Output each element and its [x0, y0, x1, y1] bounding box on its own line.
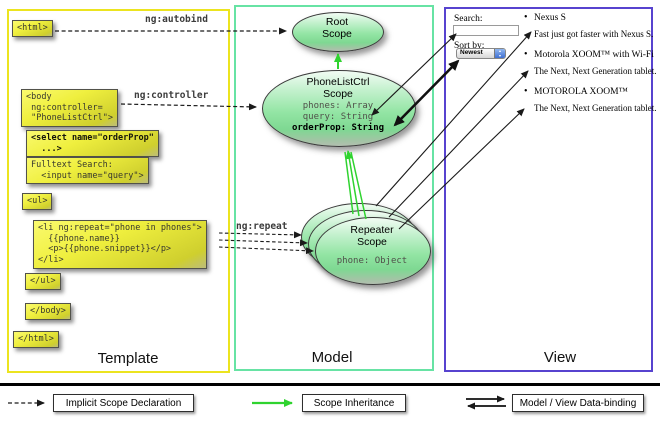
ng-autobind-label: ng:autobind: [145, 14, 208, 25]
repeater-scope-props: phone: Object: [315, 256, 429, 267]
search-input[interactable]: [453, 25, 519, 36]
legend-data-binding: Model / View Data-binding: [512, 394, 644, 412]
ng-repeat-label: ng:repeat: [236, 221, 288, 232]
root-scope-title-line1: Root: [325, 16, 349, 28]
search-label: Search:: [454, 14, 483, 24]
model-column: [234, 5, 434, 371]
root-scope-text: Root Scope: [292, 16, 382, 40]
code-li-repeat: <li ng:repeat="phone in phones"> {{phone…: [33, 220, 207, 269]
phonelistctrl-scope-title: PhoneListCtrl Scope: [262, 76, 414, 100]
legend-scope-inheritance: Scope Inheritance: [302, 394, 406, 412]
ng-controller-label: ng:controller: [134, 90, 209, 101]
model-column-label: Model: [311, 349, 353, 366]
dropdown-stepper-icon: [494, 49, 505, 58]
phone-title: Nexus S: [522, 12, 660, 23]
phonelistctrl-title-line2: Scope: [323, 88, 353, 101]
code-select: <select name="orderProp" ...>: [26, 130, 159, 158]
sort-by-selected-value: Newest: [460, 49, 483, 57]
code-fulltext-search: Fulltext Search: <input name="query">: [26, 157, 149, 185]
prop-phone: phone: Object: [336, 256, 408, 266]
code-html-open: <html>: [12, 20, 53, 37]
prop-phones: phones: Array: [302, 101, 374, 111]
sort-by-select[interactable]: Newest: [456, 48, 506, 59]
phone-list: Nexus S Fast just got faster with Nexus …: [522, 12, 660, 124]
repeater-title-line1: Repeater: [350, 224, 394, 236]
phone-desc: The Next, Next Generation tablet.: [534, 103, 657, 113]
repeater-title-line2: Scope: [357, 236, 387, 249]
root-scope-title-line2: Scope: [322, 28, 352, 41]
phonelistctrl-title-line1: PhoneListCtrl: [306, 76, 370, 88]
code-ul-close: </ul>: [25, 273, 61, 290]
phonelistctrl-scope-props: phones: Array query: String orderProp: S…: [262, 101, 414, 133]
code-ul-open: <ul>: [22, 193, 53, 210]
root-scope-ellipse: [292, 12, 384, 52]
phone-title: MOTOROLA XOOM™: [522, 86, 660, 97]
phone-desc: Fast just got faster with Nexus S.: [534, 29, 654, 39]
list-item: Nexus S Fast just got faster with Nexus …: [522, 12, 660, 39]
phone-title: Motorola XOOM™ with Wi-Fi: [522, 49, 660, 60]
legend-implicit-scope: Implicit Scope Declaration: [53, 394, 194, 412]
prop-orderprop: orderProp: String: [291, 122, 385, 133]
prop-query: query: String: [302, 111, 374, 122]
repeater-scope-title: Repeater Scope: [315, 224, 429, 248]
list-item: MOTOROLA XOOM™ The Next, Next Generation…: [522, 86, 660, 113]
phone-desc: The Next, Next Generation tablet.: [534, 66, 657, 76]
code-body-open: <body ng:controller= "PhoneListCtrl">: [21, 89, 118, 127]
view-column-label: View: [543, 349, 577, 366]
template-column-label: Template: [97, 350, 159, 367]
code-html-close: </html>: [13, 331, 59, 348]
code-body-close: </body>: [25, 303, 71, 320]
list-item: Motorola XOOM™ with Wi-Fi The Next, Next…: [522, 49, 660, 76]
